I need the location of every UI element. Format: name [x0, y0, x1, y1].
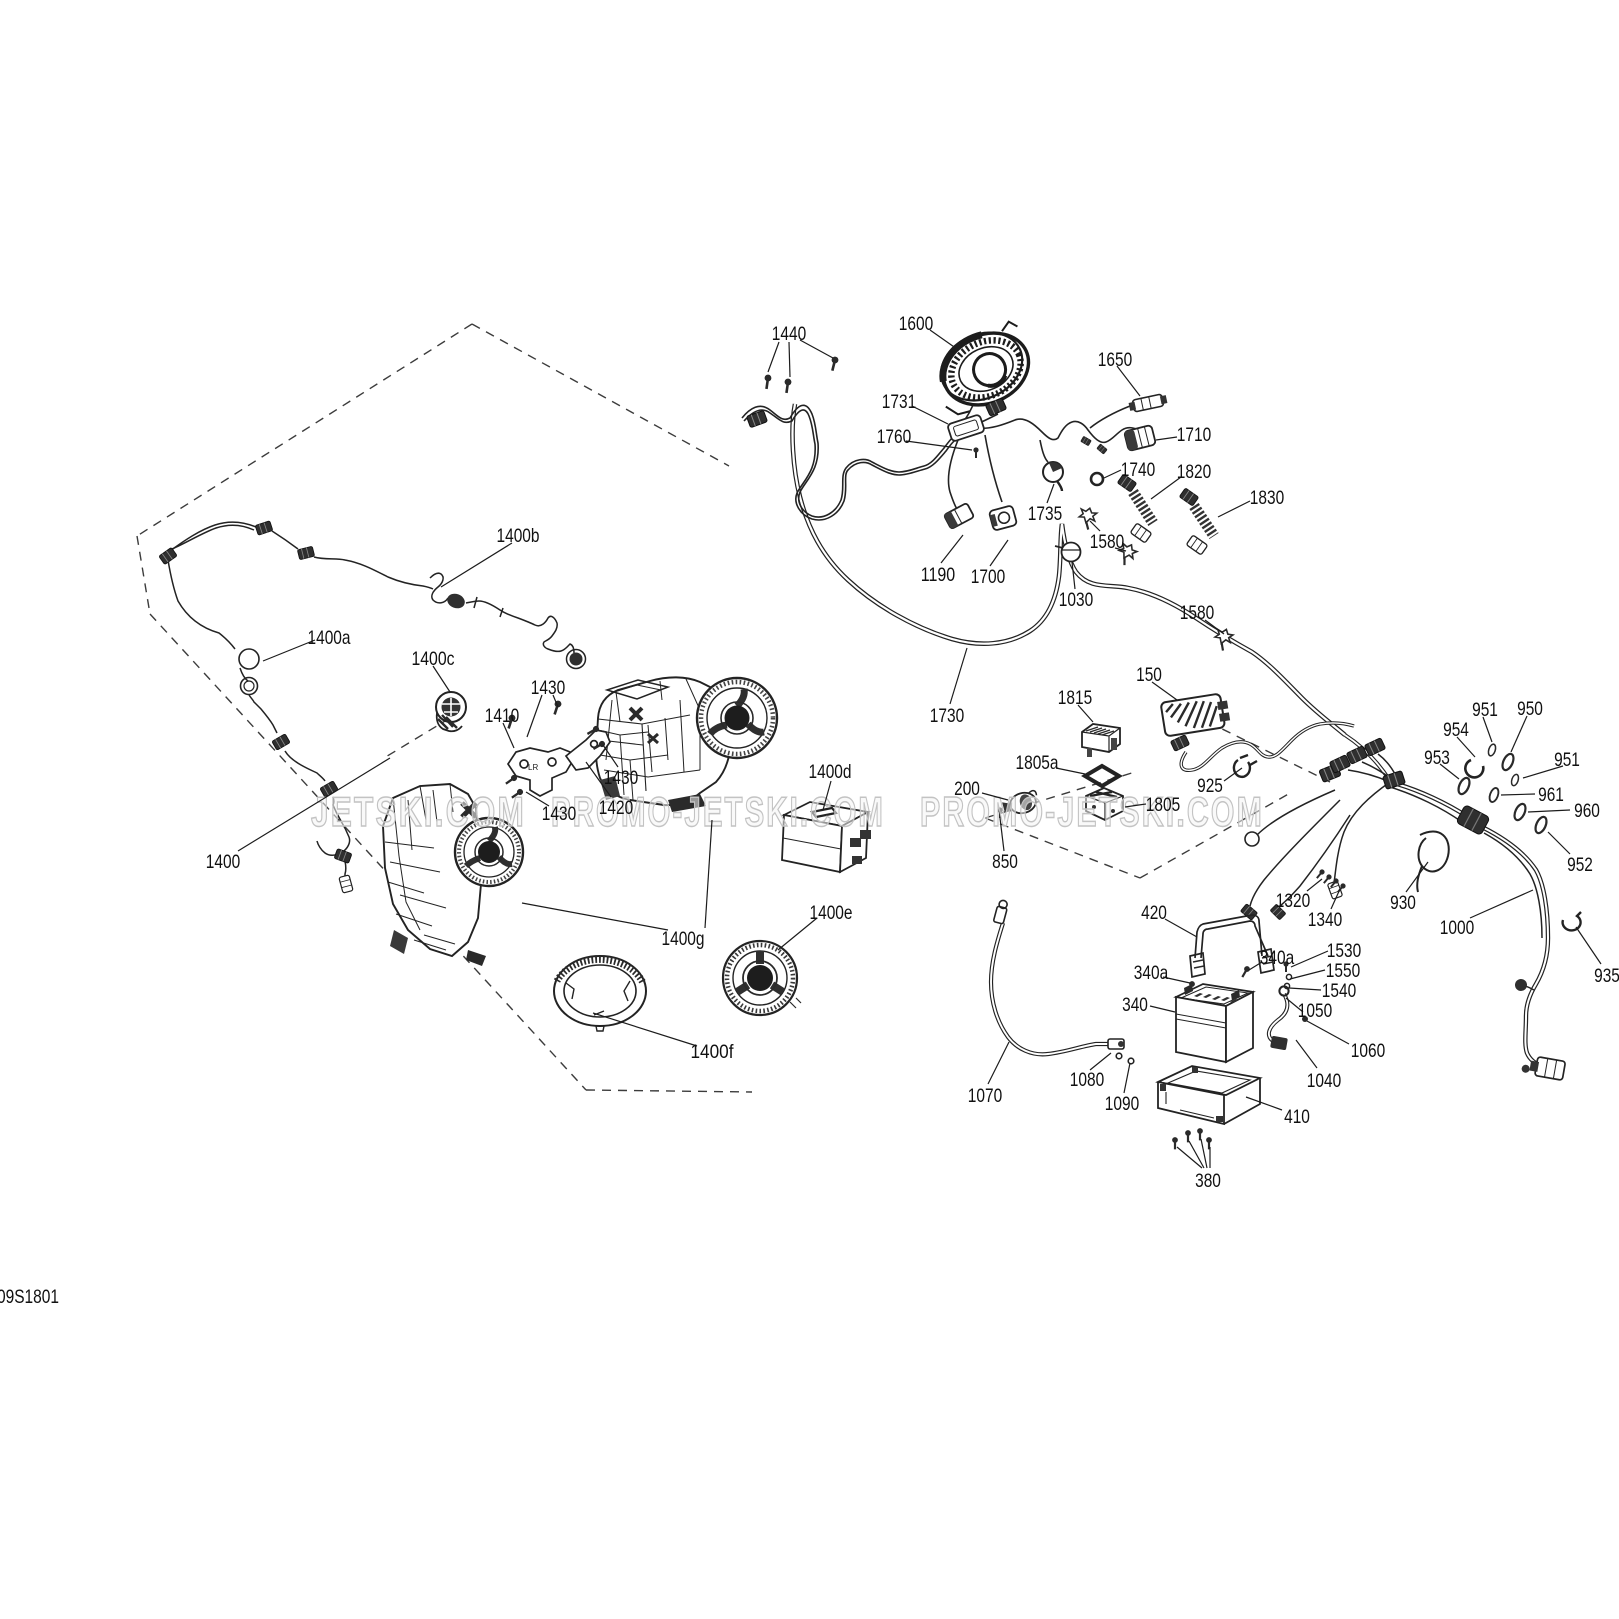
svg-text:380: 380	[1195, 1170, 1221, 1192]
svg-text:1410: 1410	[485, 705, 520, 727]
svg-text:952: 952	[1567, 854, 1593, 876]
svg-text:1735: 1735	[1028, 503, 1063, 525]
svg-text:1400b: 1400b	[497, 525, 540, 547]
svg-text:1530: 1530	[1327, 940, 1362, 962]
svg-text:340a: 340a	[1134, 962, 1169, 984]
svg-text:1000: 1000	[1440, 917, 1475, 939]
svg-text:1805: 1805	[1146, 794, 1181, 816]
svg-text:1580: 1580	[1180, 602, 1215, 624]
svg-text:1540: 1540	[1322, 980, 1357, 1002]
svg-text:950: 950	[1517, 698, 1543, 720]
svg-text:954: 954	[1443, 719, 1469, 741]
svg-text:1400: 1400	[206, 851, 241, 873]
svg-text:1550: 1550	[1326, 960, 1361, 982]
svg-text:1805a: 1805a	[1016, 752, 1059, 774]
svg-text:850: 850	[992, 851, 1018, 873]
svg-text:1080: 1080	[1070, 1069, 1105, 1091]
svg-text:1710: 1710	[1177, 424, 1212, 446]
svg-text:951: 951	[1554, 749, 1580, 771]
svg-text:1430: 1430	[604, 767, 639, 789]
svg-text:1400d: 1400d	[809, 761, 852, 783]
svg-text:1730: 1730	[930, 705, 965, 727]
svg-text:1740: 1740	[1121, 459, 1156, 481]
svg-text:1580: 1580	[1090, 531, 1125, 553]
svg-text:1030: 1030	[1059, 589, 1094, 611]
svg-text:1400g: 1400g	[662, 928, 705, 950]
svg-text:1400a: 1400a	[308, 627, 351, 649]
svg-text:1190: 1190	[921, 564, 956, 586]
svg-text:1440: 1440	[772, 323, 807, 345]
svg-text:410: 410	[1284, 1106, 1310, 1128]
svg-text:150: 150	[1136, 664, 1162, 686]
svg-text:420: 420	[1141, 902, 1167, 924]
svg-text:930: 930	[1390, 892, 1416, 914]
svg-text:1650: 1650	[1098, 349, 1133, 371]
svg-text:1400f: 1400f	[691, 1041, 734, 1063]
svg-text:1700: 1700	[971, 566, 1006, 588]
svg-text:1430: 1430	[542, 803, 577, 825]
svg-text:1760: 1760	[877, 426, 912, 448]
svg-text:1600: 1600	[899, 313, 934, 335]
svg-text:1830: 1830	[1250, 487, 1285, 509]
svg-text:1040: 1040	[1307, 1070, 1342, 1092]
svg-text:200: 200	[954, 778, 980, 800]
svg-text:1340: 1340	[1308, 909, 1343, 931]
svg-text:JETSKI.COM: JETSKI.COM	[311, 788, 526, 835]
svg-text:951: 951	[1472, 699, 1498, 721]
svg-text:09S1801: 09S1801	[0, 1286, 59, 1308]
svg-text:935: 935	[1594, 965, 1619, 987]
svg-text:1050: 1050	[1298, 1000, 1333, 1022]
svg-text:925: 925	[1197, 775, 1223, 797]
svg-text:340a: 340a	[1260, 947, 1295, 969]
svg-text:961: 961	[1538, 784, 1564, 806]
svg-text:340: 340	[1122, 994, 1148, 1016]
svg-text:1430: 1430	[531, 677, 566, 699]
svg-text:1815: 1815	[1058, 687, 1093, 709]
svg-text:PROMO-JETSKI.COM: PROMO-JETSKI.COM	[920, 788, 1264, 835]
svg-text:1820: 1820	[1177, 461, 1212, 483]
svg-text:1070: 1070	[968, 1085, 1003, 1107]
svg-text:1060: 1060	[1351, 1040, 1386, 1062]
svg-text:1731: 1731	[882, 391, 916, 413]
svg-text:1400c: 1400c	[412, 648, 455, 670]
svg-text:1420: 1420	[599, 797, 634, 819]
svg-text:1320: 1320	[1276, 890, 1311, 912]
svg-text:953: 953	[1424, 747, 1450, 769]
svg-text:1400e: 1400e	[810, 902, 853, 924]
svg-text:LR: LR	[528, 763, 538, 772]
svg-text:960: 960	[1574, 800, 1600, 822]
svg-text:1090: 1090	[1105, 1093, 1140, 1115]
